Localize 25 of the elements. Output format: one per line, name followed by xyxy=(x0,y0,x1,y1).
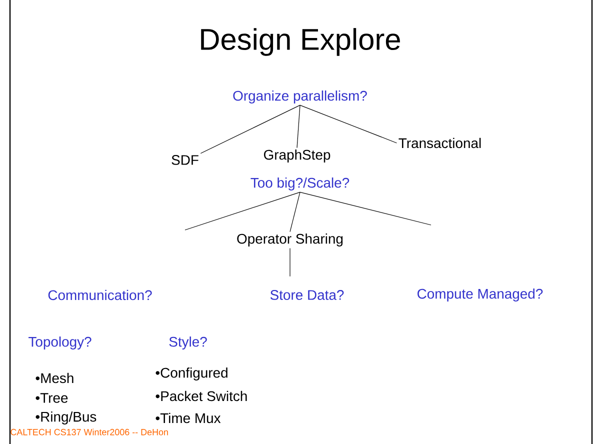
option-text: Transactional xyxy=(398,138,481,148)
option-text: Operator Sharing xyxy=(237,234,343,246)
connector-line xyxy=(300,192,432,226)
option-text: GraphStep xyxy=(264,150,330,162)
question-text: Communication? xyxy=(48,290,152,300)
bullet-item: •Packet Switch xyxy=(156,390,247,402)
bullet-item: •Tree xyxy=(36,393,68,403)
connector-line xyxy=(296,104,300,148)
question-text: Too big?/Scale? xyxy=(250,178,350,190)
bullet-item: •Configured xyxy=(156,368,228,380)
footer-text: CALTECH CS137 Winter2006 -- DeHon xyxy=(10,428,168,436)
option-text: SDF xyxy=(172,155,198,165)
heading-text: Topology? xyxy=(28,336,92,350)
question-text: Compute Managed? xyxy=(418,288,543,302)
bullet-item: •Time Mux xyxy=(156,412,221,424)
connector-line xyxy=(184,192,300,230)
bullet-item: •Mesh xyxy=(36,372,74,384)
heading-text: Style? xyxy=(169,336,207,350)
question-text: Organize parallelism? xyxy=(233,90,367,104)
connector-line xyxy=(300,104,397,144)
bullet-item: •Ring/Bus xyxy=(36,411,96,424)
question-text: Store Data? xyxy=(270,290,344,300)
connector-line xyxy=(200,104,300,154)
connector-line xyxy=(290,192,300,232)
slide-title: Design Explore xyxy=(201,28,400,56)
